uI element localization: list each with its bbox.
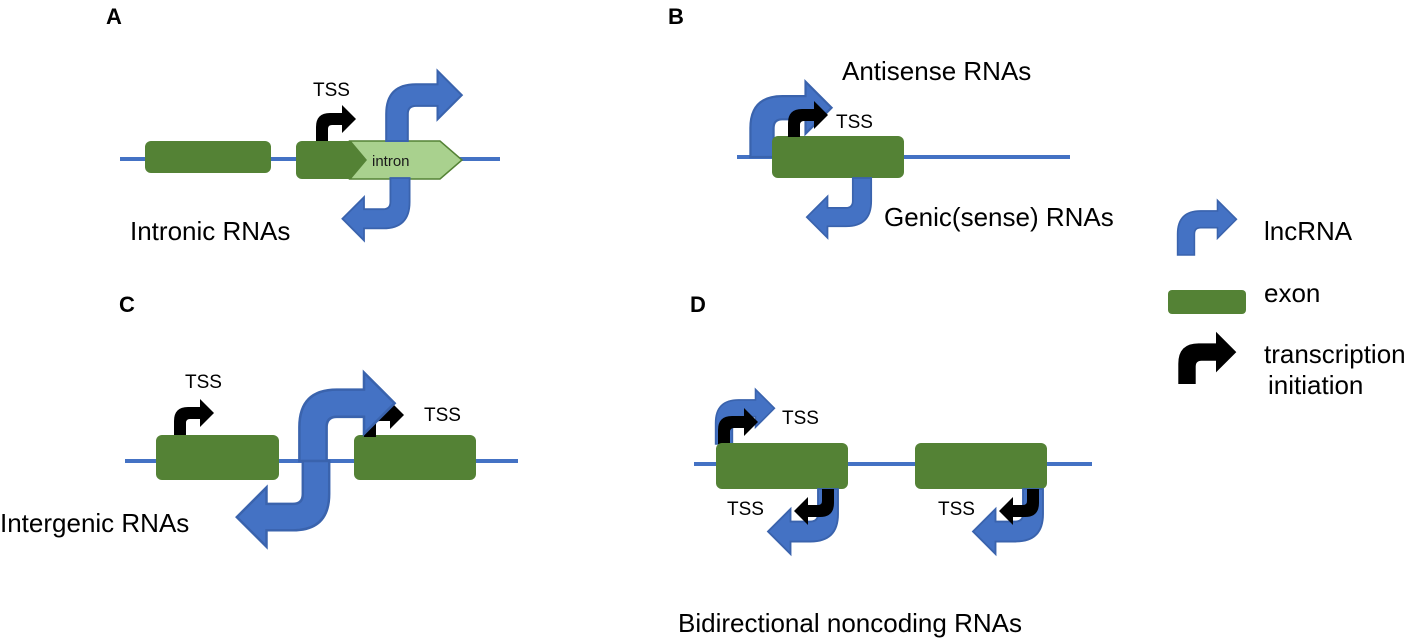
panel-a-intron-label: intron (372, 153, 410, 170)
legend-lncrna-label: lncRNA (1264, 216, 1353, 246)
legend-transcription-label-line1: transcription (1264, 339, 1406, 369)
panel-d-tss-bottom-left-label: TSS (727, 499, 764, 520)
panel-b-sense-label: Genic(sense) RNAs (884, 202, 1114, 232)
legend-transcription-label-line2: initiation (1268, 370, 1363, 400)
panel-c-exon-1 (156, 435, 279, 480)
panel-d-exon-1 (716, 443, 848, 489)
panel-b-exon (772, 136, 904, 178)
panel-b: B TSS Antisense RNAs Genic(sense) RNAs (668, 4, 1114, 239)
panel-a-tss-arrow-icon (316, 105, 356, 141)
panel-a-exon-1 (145, 141, 271, 173)
panel-c-tss-left-label: TSS (185, 372, 222, 393)
panel-b-antisense-label: Antisense RNAs (842, 56, 1031, 86)
panel-b-sense-arrow-icon (805, 177, 873, 239)
panel-c-exon-2 (354, 435, 476, 480)
panel-d-tss-top-label: TSS (782, 408, 819, 429)
panel-d: D TSS TSS TSS Bidirectional noncoding RN… (678, 292, 1092, 638)
panel-d-exon-2 (915, 443, 1047, 489)
panel-c-letter: C (119, 292, 135, 317)
panel-c: C TSS TSS Intergenic RNAs (0, 292, 518, 549)
panel-c-tss-right-label: TSS (424, 405, 461, 426)
panel-d-letter: D (690, 292, 706, 317)
panel-a-letter: A (106, 4, 122, 29)
panel-b-letter: B (668, 4, 684, 29)
legend-exon-label: exon (1264, 278, 1320, 308)
panel-a-intron (348, 140, 464, 180)
panel-d-tss-bottom-right-label: TSS (938, 499, 975, 520)
legend-transcription-arrow-icon (1178, 331, 1237, 384)
panel-b-tss-label: TSS (836, 112, 873, 133)
panel-a: A intron TSS Intronic RNAs (106, 4, 500, 246)
panel-c-label: Intergenic RNAs (0, 508, 189, 538)
panel-a-exon-2 (296, 141, 376, 179)
panel-a-lncrna-down-arrow-icon (341, 177, 411, 242)
panel-d-label: Bidirectional noncoding RNAs (678, 608, 1022, 638)
panel-a-label: Intronic RNAs (130, 216, 290, 246)
panel-a-lncrna-up-arrow-icon (385, 69, 463, 143)
legend-lncrna-arrow-icon (1176, 199, 1238, 256)
panel-c-tss-left-arrow-icon (174, 399, 214, 435)
panel-a-tss-label: TSS (313, 80, 350, 101)
legend: lncRNA exon transcription initiation (1168, 199, 1406, 400)
legend-exon-swatch (1168, 290, 1246, 314)
